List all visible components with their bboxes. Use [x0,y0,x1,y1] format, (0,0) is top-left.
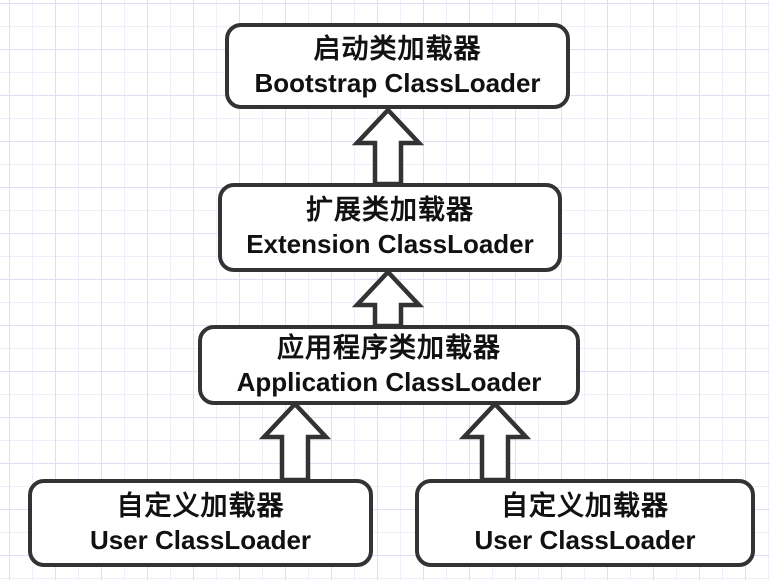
arrow-user-right-to-application-icon [458,400,532,483]
node-user-classloader-right: 自定义加载器 User ClassLoader [415,479,755,567]
node-user-left-label-en: User ClassLoader [89,524,312,555]
node-user-right-label-zh: 自定义加载器 [501,490,669,521]
node-bootstrap-label-zh: 启动类加载器 [313,33,482,64]
arrow-extension-to-bootstrap-icon [351,106,425,187]
node-extension-classloader: 扩展类加载器 Extension ClassLoader [218,183,562,272]
node-application-classloader: 应用程序类加载器 Application ClassLoader [198,325,580,405]
node-bootstrap-classloader: 启动类加载器 Bootstrap ClassLoader [225,23,570,109]
node-user-left-label-zh: 自定义加载器 [116,490,285,521]
arrow-user-left-to-application-icon [258,400,332,483]
node-extension-label-zh: 扩展类加载器 [306,195,474,226]
node-extension-label-en: Extension ClassLoader [246,229,534,260]
node-user-classloader-left: 自定义加载器 User ClassLoader [28,479,373,567]
node-bootstrap-label-en: Bootstrap ClassLoader [254,67,541,98]
node-user-right-label-en: User ClassLoader [474,524,696,555]
node-application-label-en: Application ClassLoader [236,366,542,397]
arrow-application-to-extension-icon [351,268,425,329]
node-application-label-zh: 应用程序类加载器 [277,332,501,363]
